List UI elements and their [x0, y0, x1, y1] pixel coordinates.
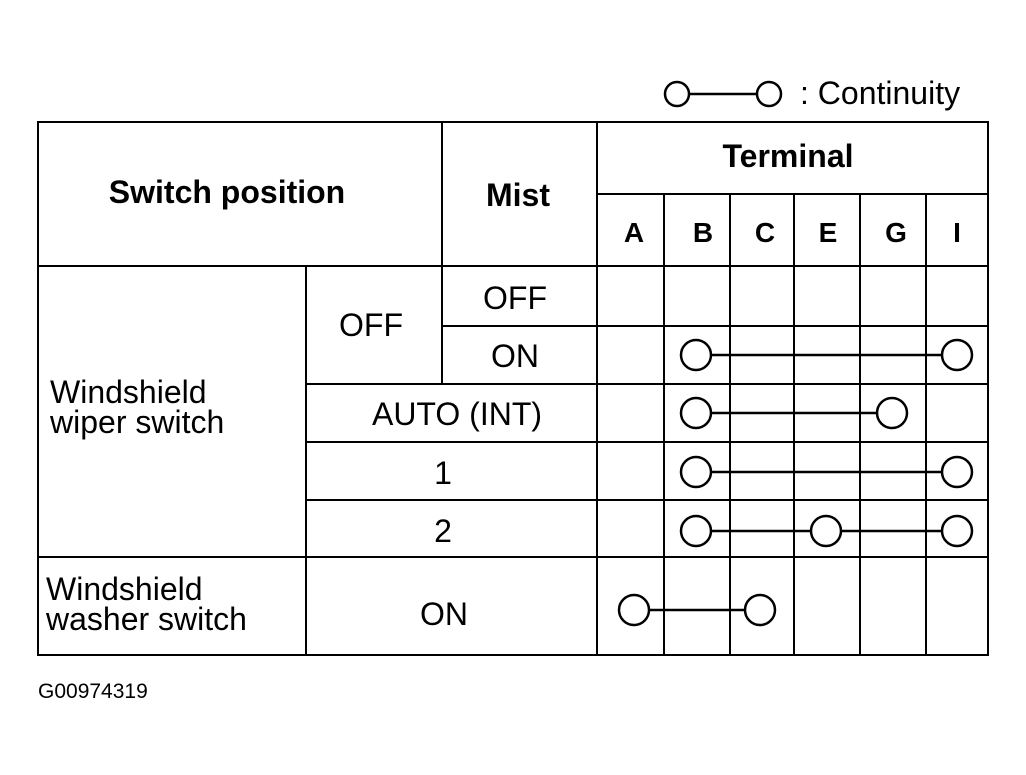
header-mist: Mist	[486, 177, 550, 213]
continuity-node-speed-2-b	[679, 514, 713, 548]
auto-int-label: AUTO (INT)	[372, 396, 542, 432]
legend-circle-right	[755, 80, 783, 108]
continuity-node-auto-int-b	[679, 396, 713, 430]
continuity-node-speed-1-i	[940, 455, 974, 489]
wiper-group-label-line1: Windshield	[50, 374, 207, 410]
terminal-label-c: C	[755, 217, 775, 248]
terminal-labels: A B C E G I	[624, 217, 961, 248]
washer-on-label: ON	[420, 596, 468, 632]
terminal-label-i: I	[953, 217, 961, 248]
continuity-node-off-mist-on-b	[679, 338, 713, 372]
continuity-node-auto-int-g	[875, 396, 909, 430]
table-border	[37, 121, 989, 656]
figure-code: G00974319	[38, 680, 148, 703]
mist-off-label: OFF	[483, 280, 547, 316]
speed-2-label: 2	[434, 513, 452, 549]
legend-label: : Continuity	[800, 75, 960, 111]
legend: : Continuity	[663, 75, 960, 111]
continuity-marks	[617, 338, 974, 627]
continuity-node-speed-2-i	[940, 514, 974, 548]
washer-group-label-line1: Windshield	[46, 571, 203, 607]
header-terminal: Terminal	[723, 138, 854, 174]
mist-on-label: ON	[491, 338, 539, 374]
washer-group-label-line2: washer switch	[45, 601, 247, 637]
continuity-node-speed-1-b	[679, 455, 713, 489]
continuity-node-washer-on-a	[617, 593, 651, 627]
speed-1-label: 1	[434, 455, 452, 491]
terminal-label-e: E	[819, 217, 838, 248]
continuity-node-washer-on-c	[743, 593, 777, 627]
wiper-group-label-line2: wiper switch	[49, 404, 224, 440]
continuity-node-speed-2-e	[809, 514, 843, 548]
legend-circle-left	[663, 80, 691, 108]
terminal-label-g: G	[885, 217, 907, 248]
off-position-label: OFF	[339, 307, 403, 343]
continuity-node-off-mist-on-i	[940, 338, 974, 372]
table-grid	[37, 121, 989, 656]
terminal-label-b: B	[693, 217, 713, 248]
terminal-label-a: A	[624, 217, 644, 248]
header-switch-position: Switch position	[109, 174, 345, 210]
